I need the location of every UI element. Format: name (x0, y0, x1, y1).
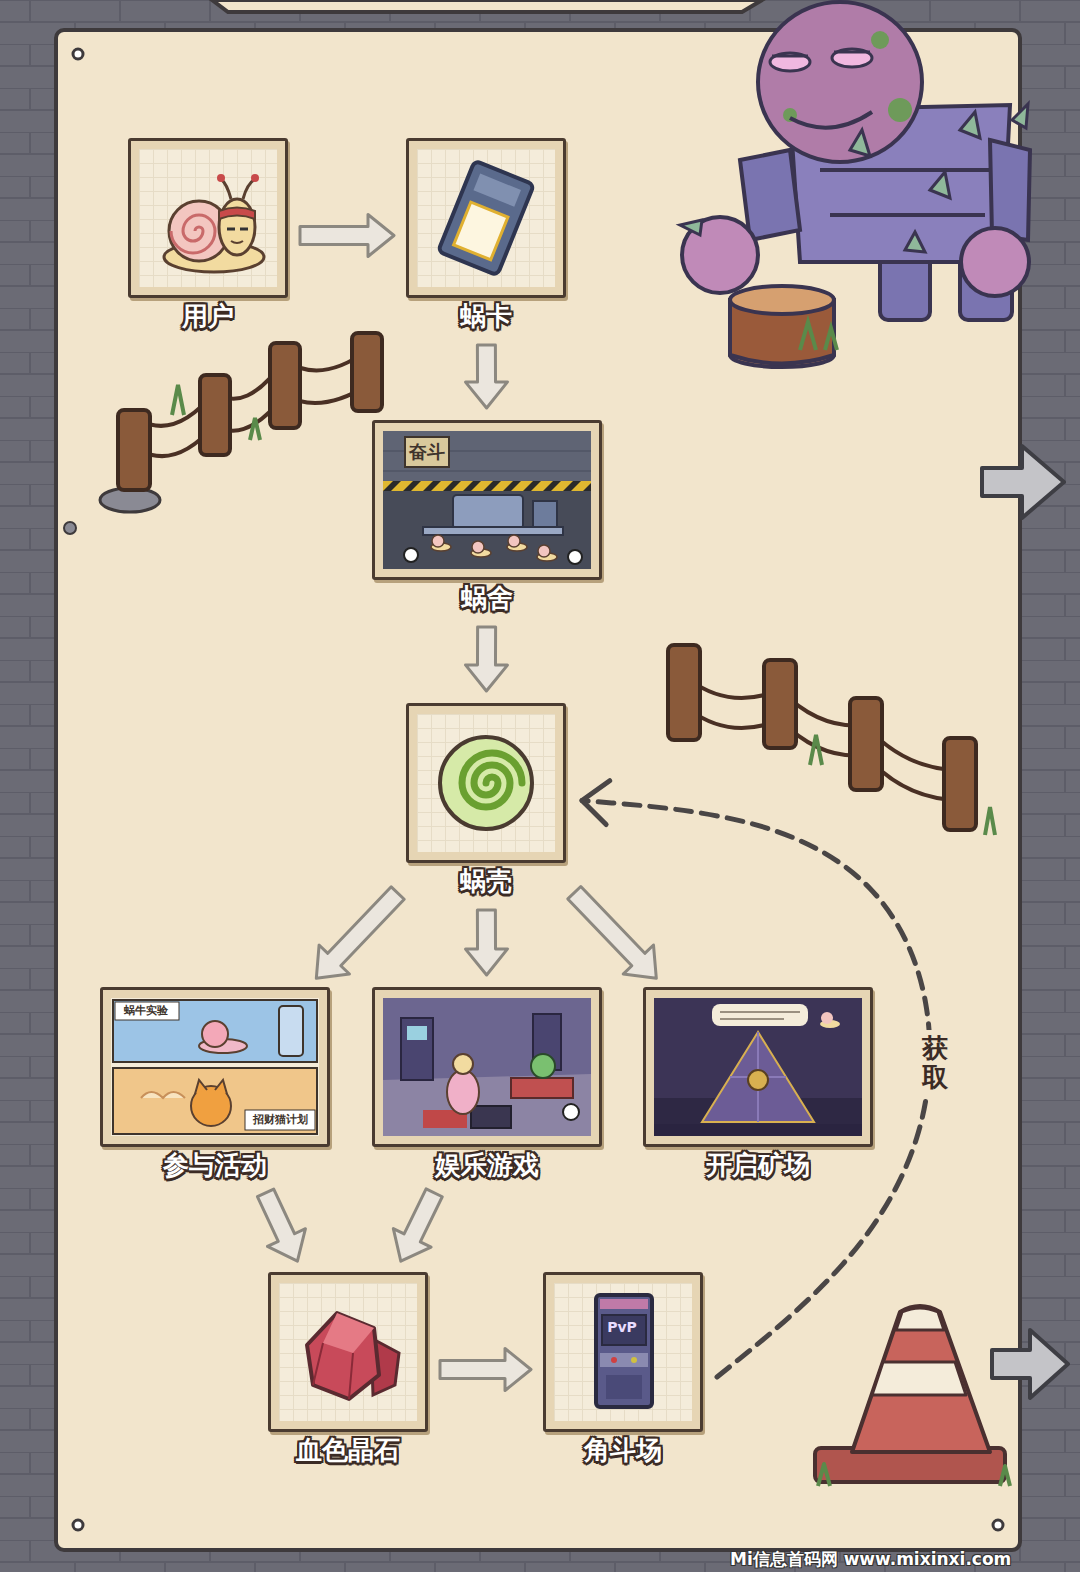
block-arrow (393, 1189, 442, 1261)
flow-arrow (393, 1189, 442, 1261)
block-arrow (466, 910, 508, 975)
image-box: 用户 (128, 138, 288, 333)
block-arrow (257, 1189, 305, 1261)
block-arrow (440, 1349, 531, 1391)
flow-arrow (466, 345, 508, 408)
node-label: 蜗卡 (406, 299, 566, 333)
side-arrow-signs (982, 446, 1068, 1398)
top-frame (212, 0, 762, 12)
flow-arrow (257, 1189, 305, 1261)
block-arrow (316, 887, 404, 979)
picture-frame (268, 1272, 428, 1432)
left-fence (64, 333, 382, 534)
node-label: 参与活动 (100, 1148, 330, 1182)
flow-arrow (568, 886, 657, 978)
picture (279, 1283, 417, 1421)
picture (654, 998, 862, 1136)
node-label: 开启矿场 (643, 1148, 873, 1182)
picture (139, 149, 277, 287)
image-box: 血色晶石 (268, 1272, 428, 1467)
parchment-panel (56, 30, 1020, 1550)
node-label: 血色晶石 (268, 1433, 428, 1467)
edge-label: 获取 (919, 1030, 951, 1095)
flow-arrow (316, 887, 404, 979)
image-box: 蜗卡 (406, 138, 566, 333)
picture-frame (406, 703, 566, 863)
image-box: 蜗舍 (372, 420, 602, 615)
block-arrow (465, 627, 507, 691)
picture-frame (372, 987, 602, 1147)
sign-text: 奋斗 (409, 440, 445, 464)
picture-frame (643, 987, 873, 1147)
picture (383, 998, 591, 1136)
flow-arrow (440, 1349, 531, 1391)
flow-arrow (465, 627, 507, 691)
node-label: 娱乐游戏 (372, 1148, 602, 1182)
right-fence (668, 645, 995, 835)
image-box: 角斗场 (543, 1272, 703, 1467)
screen-text: PvP (602, 1317, 642, 1337)
block-arrow (568, 886, 657, 978)
image-box: 蜗壳 (406, 703, 566, 898)
image-box: 开启矿场 (643, 987, 873, 1182)
block-arrow (300, 215, 394, 257)
traffic-cone (815, 1306, 1010, 1486)
picture (554, 1283, 692, 1421)
node-label: 角斗场 (543, 1433, 703, 1467)
picture (417, 149, 555, 287)
picture (417, 714, 555, 852)
comic-caption: 招财猫计划 (247, 1113, 313, 1127)
flow-arrow (300, 215, 394, 257)
comic-caption: 蜗牛实验 (117, 1004, 175, 1018)
nails (73, 49, 1003, 1530)
picture-frame (372, 420, 602, 580)
node-label: 蜗壳 (406, 864, 566, 898)
node-label: 用户 (128, 299, 288, 333)
flow-arrow (466, 910, 508, 975)
picture-frame (128, 138, 288, 298)
picture-frame (543, 1272, 703, 1432)
arrow-head (582, 781, 610, 825)
node-label: 蜗舍 (372, 581, 602, 615)
picture-frame (406, 138, 566, 298)
watermark: Mi信息首码网 www.mixinxi.com (730, 1548, 1011, 1570)
image-box: 娱乐游戏 (372, 987, 602, 1182)
monster (680, 2, 1030, 367)
block-arrow (466, 345, 508, 408)
